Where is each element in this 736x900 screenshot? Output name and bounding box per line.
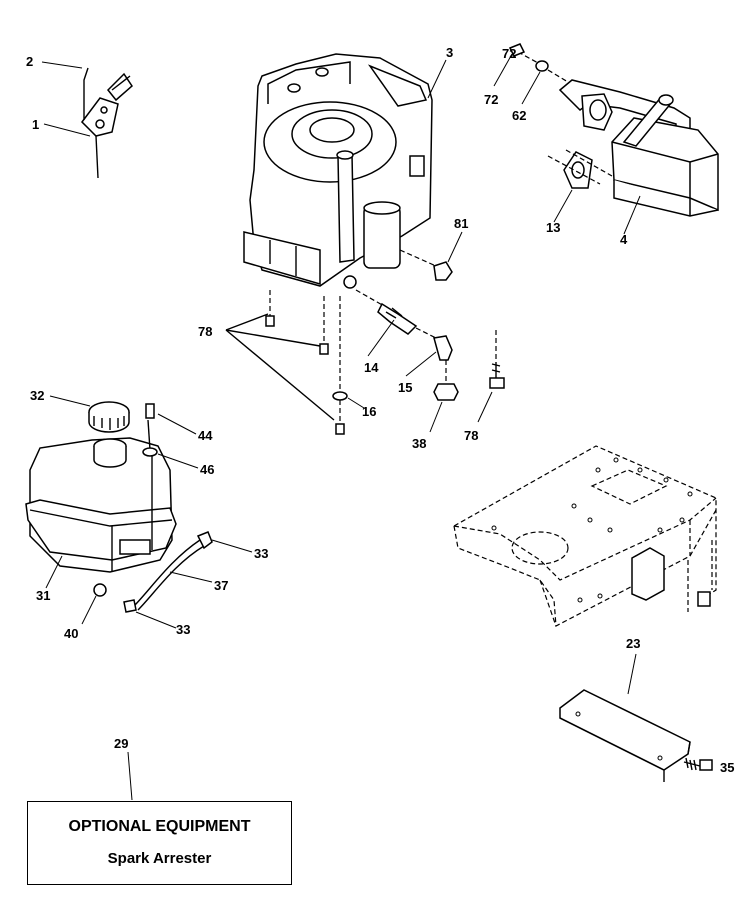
callout-3: 3 (446, 45, 453, 60)
callout-38: 38 (412, 436, 426, 451)
callout-78-left: 78 (198, 324, 212, 339)
callout-13: 13 (546, 220, 560, 235)
callout-31: 31 (36, 588, 50, 603)
callout-1: 1 (32, 117, 39, 132)
callout-2: 2 (26, 54, 33, 69)
muffler-assembly (508, 43, 719, 217)
callout-46: 46 (200, 462, 214, 477)
callout-78-right: 78 (464, 428, 478, 443)
optional-equipment-title: OPTIONAL EQUIPMENT (68, 818, 251, 835)
callout-72-top: 72 (502, 46, 516, 61)
callout-4: 4 (620, 232, 628, 247)
callout-33-bottom: 33 (176, 622, 190, 637)
chassis-plate (453, 445, 717, 627)
callout-15: 15 (398, 380, 412, 395)
optional-equipment-box: OPTIONAL EQUIPMENT Spark Arrester (27, 801, 292, 885)
spark-arrester-label: Spark Arrester (107, 850, 212, 867)
callout-72: 72 (484, 92, 498, 107)
throttle-control (81, 67, 133, 179)
callout-29: 29 (114, 736, 128, 751)
callout-33-top: 33 (254, 546, 268, 561)
shield-plate (559, 689, 713, 782)
callout-23: 23 (626, 636, 640, 651)
engine (243, 53, 433, 289)
callout-35: 35 (720, 760, 734, 775)
callout-37: 37 (214, 578, 228, 593)
callout-32: 32 (30, 388, 44, 403)
callout-14: 14 (364, 360, 379, 375)
fuel-tank (25, 401, 177, 597)
callout-16: 16 (362, 404, 376, 419)
callout-44: 44 (198, 428, 213, 443)
callout-62: 62 (512, 108, 526, 123)
callout-81: 81 (454, 216, 468, 231)
callout-40: 40 (64, 626, 78, 641)
